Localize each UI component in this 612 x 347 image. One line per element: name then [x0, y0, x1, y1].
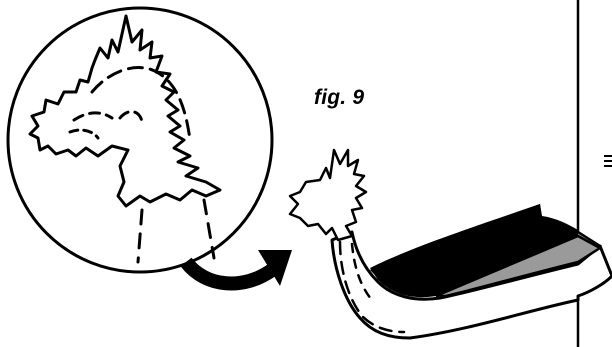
dragon-head-outline: [28, 14, 222, 208]
curved-arrow-icon: [180, 250, 292, 291]
dragon-snout-dashes: [68, 128, 100, 140]
dragon-fold-dashes: [90, 66, 192, 142]
prow-dragon-head: [288, 148, 368, 242]
neck-dash-left: [136, 208, 144, 264]
neck-dash-right: [202, 198, 216, 260]
dragon-eye-dashes: [72, 110, 144, 124]
edge-mark: [604, 155, 612, 167]
figure-label: fig. 9: [314, 86, 365, 109]
ship-hull: [330, 204, 612, 340]
